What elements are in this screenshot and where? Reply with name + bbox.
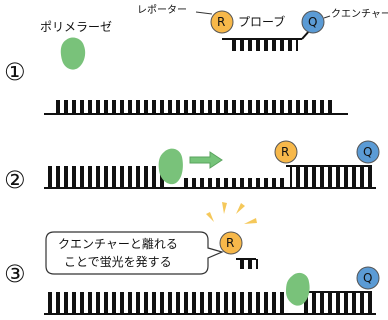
- polymerase-blob-2: [158, 148, 183, 185]
- reporter-r-3: R: [226, 236, 235, 250]
- direction-arrow: [189, 151, 223, 169]
- primer-zone-ticks-2: [184, 178, 288, 188]
- extended-strand-ticks-3: [48, 292, 284, 314]
- quencher-q-3: Q: [363, 271, 373, 285]
- polymerase-blob-3: [286, 272, 310, 306]
- probe-ticks: [228, 39, 298, 51]
- callout-text-line-1: クエンチャーと離れる: [58, 237, 178, 251]
- step-3-number: ③: [4, 260, 26, 288]
- callout-text-line-2: ことで蛍光を発する: [64, 255, 172, 269]
- callout-bubble: [45, 231, 224, 275]
- quencher-q-1: Q: [308, 15, 318, 29]
- reporter-label: レポーター: [137, 5, 187, 16]
- reporter-circle: [210, 10, 234, 34]
- probe-remaining-ticks-3: [304, 292, 374, 314]
- template-strand-ticks-1: [52, 100, 336, 114]
- quencher-circle-3: [356, 266, 380, 290]
- reporter-circle-3: [219, 231, 243, 255]
- quencher-circle-2: [356, 140, 380, 164]
- reporter-r-1: R: [217, 15, 226, 29]
- step-2-number: ②: [4, 166, 26, 194]
- reporter-r-2: R: [281, 145, 290, 159]
- quencher-q-2: Q: [363, 145, 373, 159]
- fluorescence-burst: [206, 202, 257, 224]
- polymerase-label: ポリメラーゼ: [40, 20, 113, 34]
- step-3-group: [44, 202, 380, 315]
- probe-bound-ticks-2: [290, 166, 372, 188]
- reporter-fragment-ticks: [238, 259, 258, 269]
- probe-label: プローブ: [238, 15, 286, 29]
- reporter-circle-2: [274, 140, 298, 164]
- extended-strand-ticks-2: [48, 166, 164, 188]
- polymerase-blob: [60, 37, 86, 70]
- quencher-circle: [301, 10, 325, 34]
- step-1-number: ①: [4, 58, 26, 86]
- step-2-group: [44, 140, 380, 189]
- quencher-leader-line: [323, 15, 331, 19]
- step-1-group: [44, 10, 348, 115]
- reporter-leader-line: [195, 11, 213, 15]
- quencher-label: クエンチャー: [331, 9, 388, 20]
